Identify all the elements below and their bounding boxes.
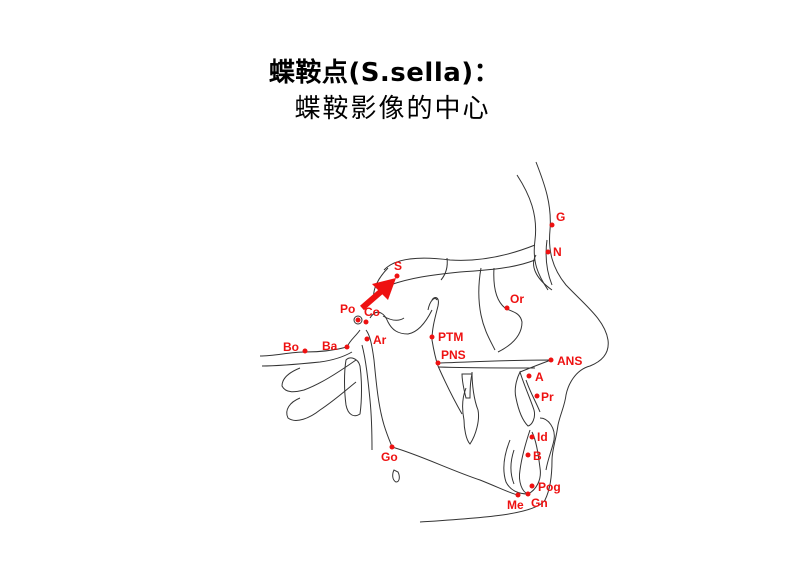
landmark-label-pns: PNS <box>441 348 466 362</box>
landmark-label-b: B <box>533 449 542 463</box>
landmark-point-pr <box>534 393 540 399</box>
landmark-point-pns <box>435 360 441 366</box>
landmark-point-me <box>515 492 521 498</box>
landmark-point-g <box>549 222 555 228</box>
landmark-point-n <box>545 249 551 255</box>
slide-title: 蝶鞍点(S.sella)： <box>268 58 501 88</box>
porion-ring <box>353 315 363 325</box>
landmark-point-ba <box>344 344 350 350</box>
landmark-label-ba: Ba <box>322 339 338 353</box>
landmark-point-ar <box>364 336 370 342</box>
landmark-label-a: A <box>535 370 544 384</box>
landmark-label-gn: Gn <box>531 496 548 510</box>
landmark-label-po: Po <box>340 302 355 316</box>
landmark-label-or: Or <box>510 292 524 306</box>
landmark-label-g: G <box>556 210 565 224</box>
landmark-point-bo <box>302 348 308 354</box>
sella-arrow-icon <box>360 278 396 311</box>
landmark-label-ans: ANS <box>557 354 582 368</box>
landmark-point-s <box>394 273 400 279</box>
landmark-label-bo: Bo <box>283 340 299 354</box>
landmark-point-go <box>389 444 395 450</box>
slide-subtitle: 蝶鞍影像的中心 <box>294 94 491 124</box>
landmark-label-pr: Pr <box>541 390 554 404</box>
landmark-label-n: N <box>553 245 562 259</box>
landmark-label-id: Id <box>537 430 548 444</box>
landmark-label-me: Me <box>507 498 524 512</box>
landmark-label-go: Go <box>381 450 398 464</box>
landmark-point-b <box>525 452 531 458</box>
landmark-point-pog <box>529 483 535 489</box>
landmark-label-ptm: PTM <box>438 330 463 344</box>
landmark-point-po <box>355 317 361 323</box>
landmark-label-co: Co <box>364 305 380 319</box>
landmark-point-co <box>363 319 369 325</box>
landmark-point-id <box>529 434 535 440</box>
landmark-label-s: S <box>394 259 402 273</box>
landmark-point-or <box>504 305 510 311</box>
landmark-point-ans <box>548 357 554 363</box>
landmark-point-ptm <box>429 334 435 340</box>
landmark-label-ar: Ar <box>373 333 387 347</box>
landmark-point-gn <box>525 491 531 497</box>
landmark-point-a <box>526 373 532 379</box>
landmark-label-pog: Pog <box>538 480 561 494</box>
